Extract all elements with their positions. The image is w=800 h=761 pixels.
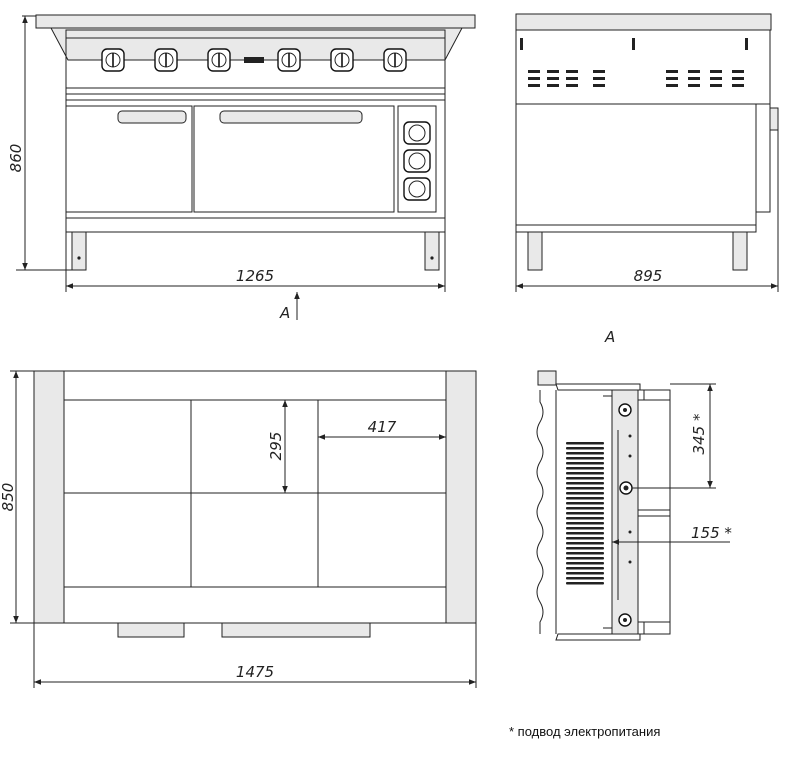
view-arrow-label: A [279, 304, 290, 322]
rear-vent-slots [566, 442, 604, 585]
leg-right [424, 231, 440, 271]
dim-top-depth: 850 [0, 483, 17, 512]
footnote: * подвод электропитания [509, 724, 660, 739]
dim-top-width: 1475 [236, 663, 274, 681]
main-door-handle [219, 110, 363, 124]
brand-logo [244, 57, 264, 63]
left-door-handle [117, 110, 187, 124]
dim-front-width: 1265 [236, 267, 274, 285]
rear-view-detail [536, 370, 671, 641]
leg-left [71, 231, 87, 271]
dim-front-height: 860 [7, 144, 25, 173]
dim-plate-depth: 295 [267, 432, 285, 461]
dim-power-offset: 155 * [691, 524, 732, 542]
main-oven-door [193, 105, 395, 213]
top-view [33, 370, 477, 638]
oven-control-knobs [397, 105, 437, 213]
dim-plate-width: 417 [368, 418, 397, 436]
dim-power-height: 345 * [690, 413, 708, 454]
side-view [515, 13, 779, 271]
top-view-handle-right [221, 622, 371, 638]
dim-side-depth: 895 [634, 267, 663, 285]
top-view-handle-left [117, 622, 185, 638]
front-view [35, 14, 476, 271]
view-a-title: A [604, 328, 615, 346]
vent-slots [528, 70, 744, 87]
left-oven-door [65, 105, 193, 213]
hob-knobs [101, 48, 407, 72]
